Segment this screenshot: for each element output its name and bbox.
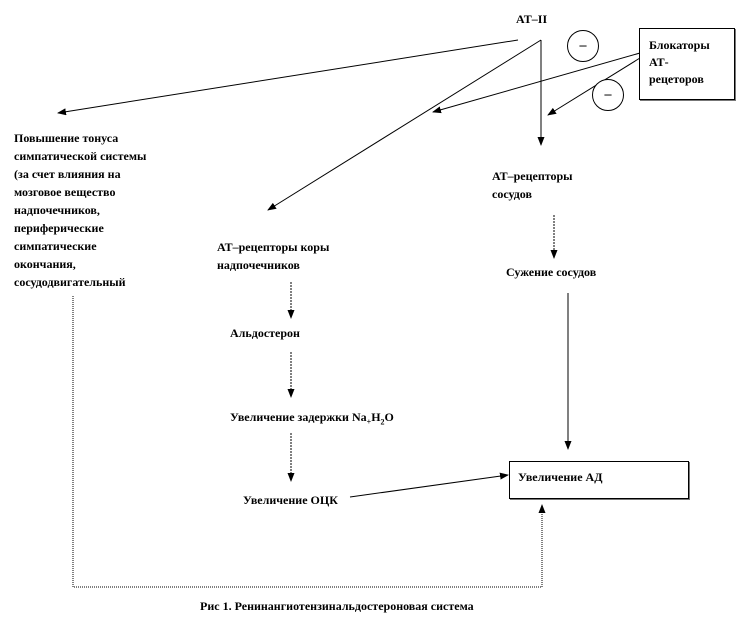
vessel-receptors-line: сосудов: [492, 187, 532, 201]
node-na-retention: Увеличение задержки Na+H2O: [230, 409, 394, 431]
sympathetic-line: Повышение тонуса: [14, 131, 119, 145]
blockers-line: Блокаторы: [649, 38, 710, 52]
sympathetic-line: сосудодвигательный: [14, 275, 126, 289]
water-subscript: 2: [380, 417, 385, 427]
sympathetic-line: окончания,: [14, 257, 76, 271]
adrenal-receptors-line: надпочечников: [217, 258, 300, 272]
arrow-at2-to-sympathetic: [57, 39, 519, 116]
na-charge: +: [366, 417, 372, 427]
sympathetic-line: симпатической системы: [14, 149, 147, 163]
node-aldosterone: Альдостерон: [230, 326, 300, 340]
adrenal-receptors-line: АТ–рецепторы коры: [217, 240, 330, 254]
vessel-receptors-line: АТ–рецепторы: [492, 169, 573, 183]
sympathetic-line: мозговое вещество: [14, 185, 116, 199]
na-retention-text: Увеличение задержки Na: [230, 410, 367, 424]
node-vasoconstriction: Сужение сосудов: [506, 265, 597, 279]
arrow-bcv-to-bp: [349, 472, 509, 498]
arrow-at2-to-adrenal-receptors: [267, 39, 542, 211]
node-blood-volume: Увеличение ОЦК: [243, 493, 338, 507]
sympathetic-line: периферические: [14, 221, 104, 235]
arrow-blocker-1: [432, 52, 641, 114]
sympathetic-line: симпатические: [14, 239, 97, 253]
blockers-line: рецеторов: [649, 72, 704, 86]
minus-sign: –: [604, 87, 612, 102]
arrow-sympathetic-to-bp: [72, 296, 546, 588]
figure-caption: Рис 1. Ренинангиотензинальдостероновая с…: [200, 599, 474, 613]
node-at2: AT–II: [516, 12, 548, 26]
blockers-box: Блокаторы АТ- рецеторов: [639, 28, 735, 100]
inhibition-circle-1: –: [567, 30, 599, 62]
sympathetic-line: надпочечников,: [14, 203, 100, 217]
minus-sign: –: [579, 38, 587, 53]
blood-pressure-label: Увеличение АД: [518, 470, 603, 484]
inhibition-circle-2: –: [592, 79, 624, 111]
water-h: H: [371, 410, 381, 424]
node-blood-pressure-box: Увеличение АД: [509, 461, 689, 499]
sympathetic-line: (за счет влияния на: [14, 167, 121, 181]
water-o: O: [384, 410, 394, 424]
blockers-line: АТ-: [649, 55, 669, 69]
